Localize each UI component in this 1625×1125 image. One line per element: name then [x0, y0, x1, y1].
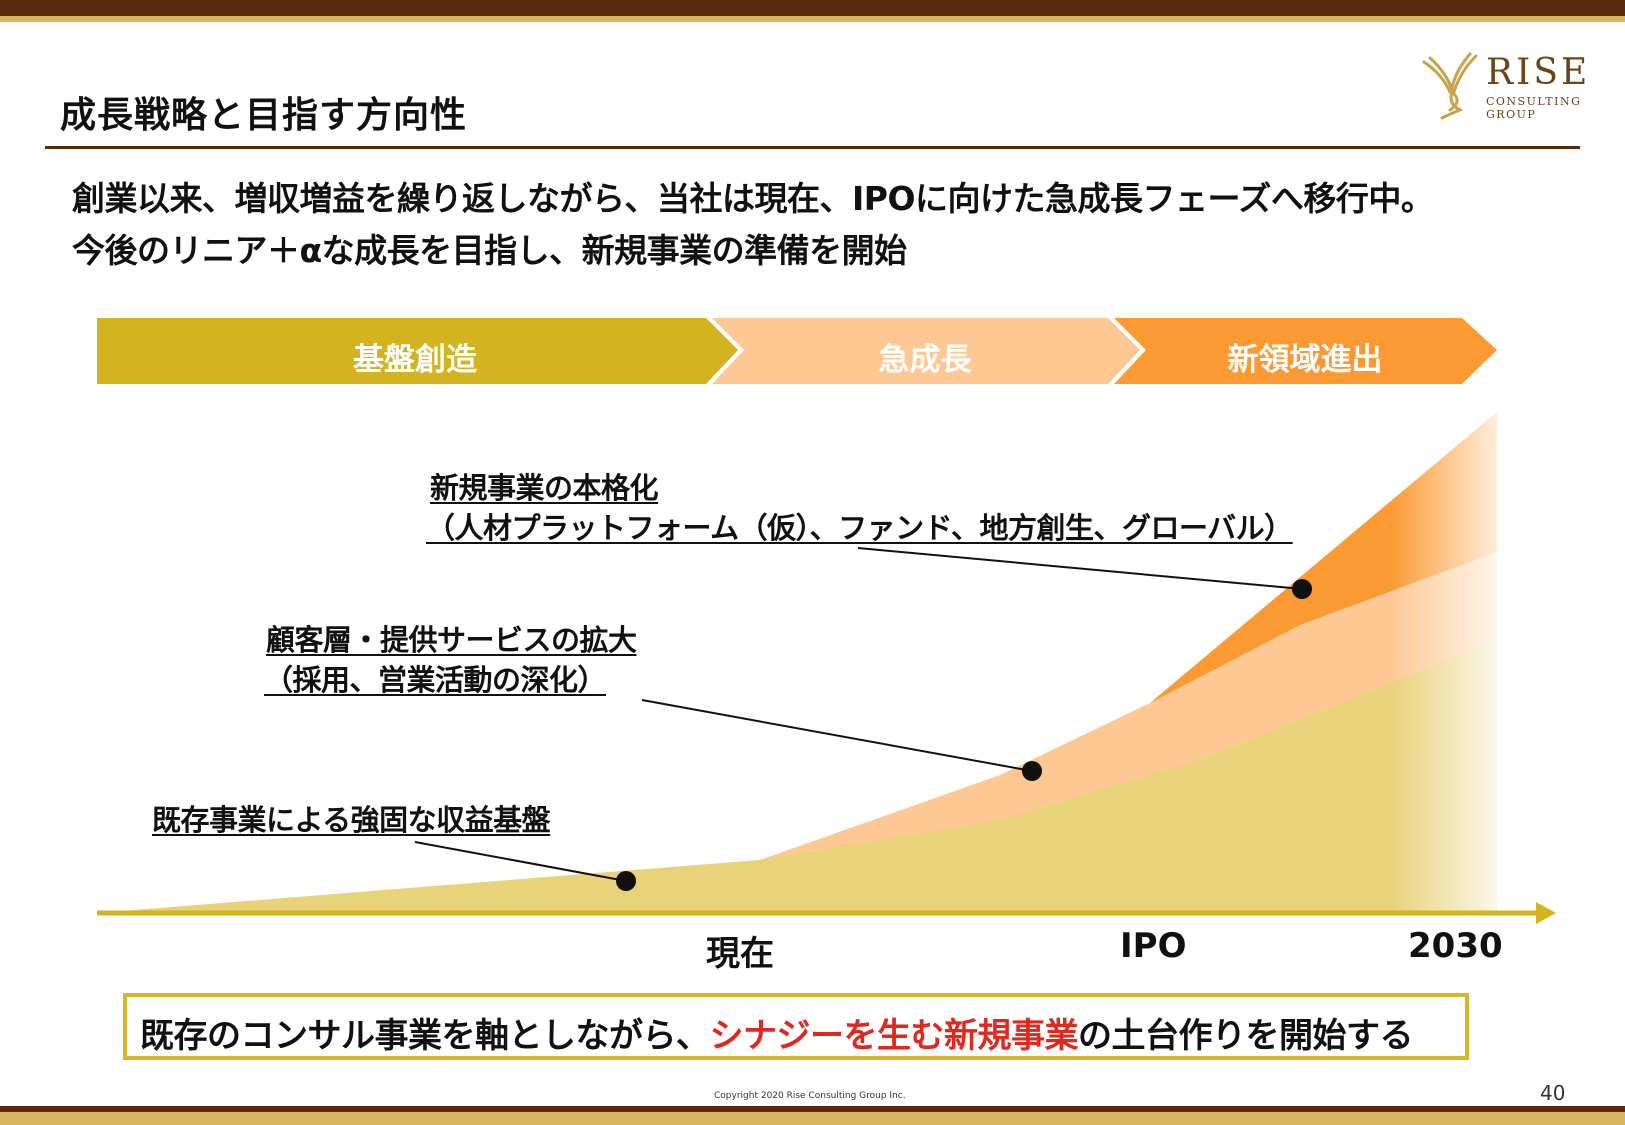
bottom-accent-band — [0, 1112, 1625, 1125]
leader-existing — [414, 841, 627, 882]
leader-expansion — [641, 699, 1033, 772]
annotation-expansion-detail: （採用、営業活動の深化） — [264, 663, 607, 697]
logo-wordmark: RISE — [1486, 52, 1591, 93]
page-number: 40 — [1540, 1081, 1566, 1105]
point-expansion — [1022, 761, 1042, 781]
phase-label-growth: 急成長 — [878, 342, 972, 378]
bottom-decorative-band — [0, 1106, 1625, 1112]
time-axis-arrowhead — [1536, 902, 1556, 924]
phase-arrow-base — [97, 318, 738, 384]
top-accent-band — [0, 16, 1625, 22]
timeline-label-ipo: IPO — [1120, 926, 1187, 966]
timeline-label-now: 現在 — [706, 934, 774, 974]
top-decorative-band — [0, 0, 1625, 16]
rise-logo-icon — [1422, 52, 1478, 120]
leader-new-business — [857, 547, 1303, 590]
phase-arrow-new — [1114, 318, 1497, 384]
summary-text-highlight: シナジーを生む新規事業 — [709, 1016, 1079, 1056]
area-existing — [97, 640, 1497, 913]
point-existing — [616, 871, 636, 891]
title-divider — [45, 146, 1580, 149]
copyright-text: Copyright 2020 Rise Consulting Group Inc… — [714, 1091, 906, 1101]
phase-arrow-growth — [712, 318, 1140, 384]
annotation-expansion-title: 顧客層・提供サービスの拡大 — [266, 623, 637, 657]
phase-label-new: 新領域進出 — [1227, 342, 1383, 378]
summary-text: 既存のコンサル事業を軸としながら、シナジーを生む新規事業の土台作りを開始する — [140, 1008, 1414, 1057]
summary-text-after: の土台作りを開始する — [1078, 1016, 1414, 1056]
phase-label-base: 基盤創造 — [353, 342, 477, 378]
point-new-business — [1292, 579, 1312, 599]
area-fade — [1390, 405, 1500, 915]
lead-line-2: 今後のリニア＋αな成長を目指し、新規事業の準備を開始 — [72, 231, 907, 270]
logo-subtitle-2: GROUP — [1486, 108, 1537, 121]
summary-box — [123, 993, 1469, 1060]
timeline-label-2030: 2030 — [1408, 926, 1503, 966]
annotation-new-business-detail: （人材プラットフォーム（仮）、ファンド、地方創生、グローバル） — [426, 511, 1293, 545]
annotation-new-business-title: 新規事業の本格化 — [430, 471, 659, 505]
page-title: 成長戦略と目指す方向性 — [60, 95, 468, 136]
lead-line-1: 創業以来、増収増益を繰り返しながら、当社は現在、IPOに向けた急成長フェーズへ移… — [72, 179, 1434, 218]
summary-text-before: 既存のコンサル事業を軸としながら、 — [140, 1016, 710, 1056]
logo-subtitle-1: CONSULTING — [1486, 95, 1582, 108]
annotation-existing-title: 既存事業による強固な収益基盤 — [152, 803, 551, 837]
